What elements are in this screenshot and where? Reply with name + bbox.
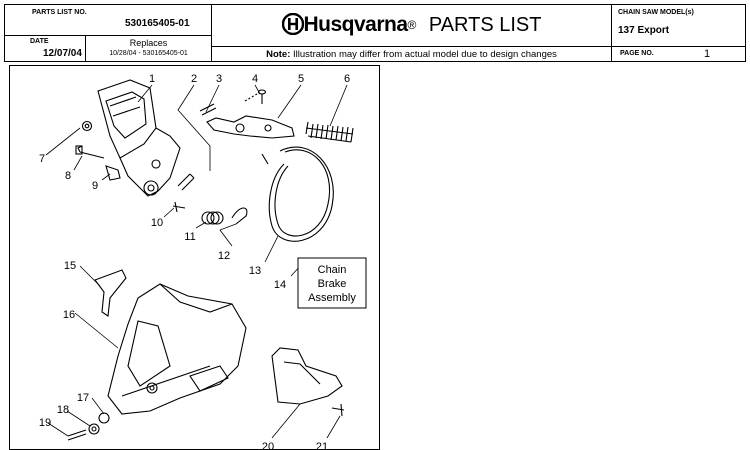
husqvarna-crown-logo-icon (281, 12, 304, 36)
callout-11: 11 (184, 231, 195, 243)
assembly-box-line-1: Chain (318, 264, 347, 276)
model-cell: CHAIN SAW MODEL(s) 137 Export (611, 4, 746, 47)
callout-14: 14 (274, 279, 286, 291)
callout-20: 20 (262, 441, 274, 450)
clutch-cover-part (107, 283, 247, 415)
model-value: 137 Export (618, 25, 670, 36)
callout-15: 15 (64, 260, 76, 272)
callout-7: 7 (39, 153, 45, 165)
callout-6: 6 (344, 73, 350, 85)
page-cell: PAGE NO. 1 (611, 46, 746, 62)
callout-18: 18 (57, 404, 69, 416)
pin-bolt-parts (177, 103, 217, 191)
page-label: PAGE NO. (620, 50, 654, 57)
brake-spring-part (305, 121, 354, 143)
callout-1: 1 (149, 73, 155, 85)
model-label: CHAIN SAW MODEL(s) (618, 9, 694, 16)
callout-3: 3 (216, 73, 222, 85)
callout-12: 12 (218, 250, 230, 262)
assembly-box-line-3: Assembly (308, 292, 356, 304)
callout-21: 21 (316, 441, 328, 450)
exploded-parts-diagram: Chain Brake Assembly 1 2 3 4 5 6 7 8 9 1… (9, 65, 380, 450)
callout-5: 5 (298, 73, 304, 85)
replaces-label: Replaces (129, 38, 168, 48)
parts-illustration: Chain Brake Assembly 1 2 3 4 5 6 7 8 9 1… (39, 73, 367, 450)
note-text: Note: Illustration may differ from actua… (212, 49, 611, 60)
date-label: DATE (30, 38, 49, 45)
callout-4: 4 (252, 73, 258, 85)
brand-title: Husqvarna® PARTS LIST (212, 12, 611, 37)
parts-list-number-cell: PARTS LIST NO. 530165405-01 (4, 4, 212, 36)
assembly-box-line-2: Brake (318, 278, 347, 290)
parts-list-no-label: PARTS LIST NO. (32, 9, 87, 16)
note-label: Note: (266, 49, 291, 60)
brand-name: Husqvarna (303, 13, 409, 36)
note-cell: Note: Illustration may differ from actua… (211, 46, 612, 62)
brake-band-part (261, 146, 334, 242)
screw-part-21 (331, 403, 345, 417)
callout-10: 10 (151, 217, 163, 229)
callout-9: 9 (92, 180, 98, 192)
parts-list-number: 530165405-01 (125, 18, 190, 29)
callout-8: 8 (65, 170, 71, 182)
callout-2: 2 (191, 73, 197, 85)
callout-13: 13 (249, 265, 261, 277)
date-cell: DATE 12/07/04 (4, 35, 86, 62)
registered-mark: ® (407, 18, 417, 32)
parts-list-title: PARTS LIST (428, 14, 542, 36)
washer-screw-group (75, 120, 121, 181)
replaces-value: 10/28/04 - 530165405-01 (109, 50, 188, 57)
note-body: Illustration may differ from actual mode… (293, 49, 557, 60)
rivet-spring-group (172, 201, 248, 225)
date-value: 12/07/04 (43, 48, 82, 59)
chain-catcher-part (271, 347, 343, 405)
replaces-cell: Replaces 10/28/04 - 530165405-01 (85, 35, 212, 62)
callout-17: 17 (77, 392, 89, 404)
chain-brake-assembly-box (297, 257, 367, 309)
callout-19: 19 (39, 417, 51, 429)
brake-lever-part (206, 115, 295, 139)
hand-guard-part (97, 79, 181, 197)
callout-16: 16 (63, 309, 75, 321)
cover-plate-part (94, 269, 127, 317)
bar-nut-group (67, 412, 110, 441)
title-cell: Husqvarna® PARTS LIST (211, 4, 612, 47)
parts-list-header: PARTS LIST NO. 530165405-01 DATE 12/07/0… (4, 4, 746, 62)
screw-part-4 (244, 89, 267, 104)
page-number: 1 (704, 48, 711, 60)
